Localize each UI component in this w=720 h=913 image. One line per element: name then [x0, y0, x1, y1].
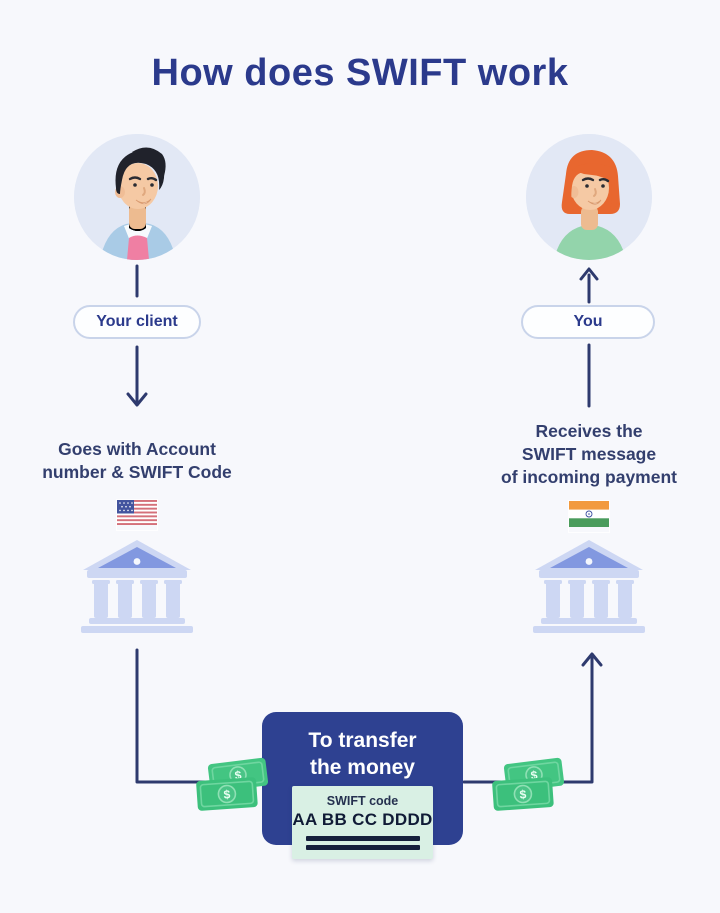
left-down-arrow-head [126, 392, 148, 407]
right-up-arrow-head-small [579, 267, 599, 281]
you-label-text: You [573, 313, 603, 330]
transfer-box-line2: the money [309, 755, 415, 779]
right-up-arrow-head [581, 652, 603, 667]
svg-text:$: $ [223, 787, 231, 801]
page-title: How does SWIFT work [151, 52, 569, 94]
india-flag-icon [569, 501, 609, 532]
us-flag-icon [117, 500, 157, 530]
client-step-description: Goes with Account number & SWIFT Code [27, 438, 247, 484]
female-you-avatar-icon [526, 134, 652, 260]
swift-code-card: SWIFT code AA BB CC DDDD [292, 786, 433, 859]
you-step-line3: of incoming payment [501, 467, 677, 488]
cash-bills-icon: $ $ [193, 757, 271, 818]
transfer-box-line1: To transfer [308, 729, 417, 752]
receiver-bank-icon [531, 538, 647, 639]
client-label-text: Your client [96, 313, 178, 330]
client-step-line1: Goes with Account [58, 439, 216, 459]
svg-text:$: $ [519, 787, 527, 801]
barcode-line [305, 845, 420, 850]
male-client-avatar-icon [74, 134, 200, 260]
you-step-line1: Receives the [535, 421, 643, 441]
client-label-pill: Your client [73, 305, 201, 339]
swift-code-label: SWIFT code [326, 794, 399, 808]
sender-bank-icon [79, 538, 195, 639]
you-step-description: Receives the SWIFT message of incoming p… [479, 420, 699, 489]
client-step-line2: number & SWIFT Code [42, 462, 232, 483]
client-avatar [74, 134, 200, 260]
swift-code-value: AA BB CC DDDD [292, 810, 433, 829]
you-avatar [526, 134, 652, 260]
you-step-line2: SWIFT message [521, 444, 657, 465]
cash-bills-icon: $ $ [489, 757, 567, 818]
you-label-pill: You [521, 305, 655, 339]
barcode-line [305, 836, 420, 841]
transfer-box-text: To transfer the money [308, 728, 416, 782]
